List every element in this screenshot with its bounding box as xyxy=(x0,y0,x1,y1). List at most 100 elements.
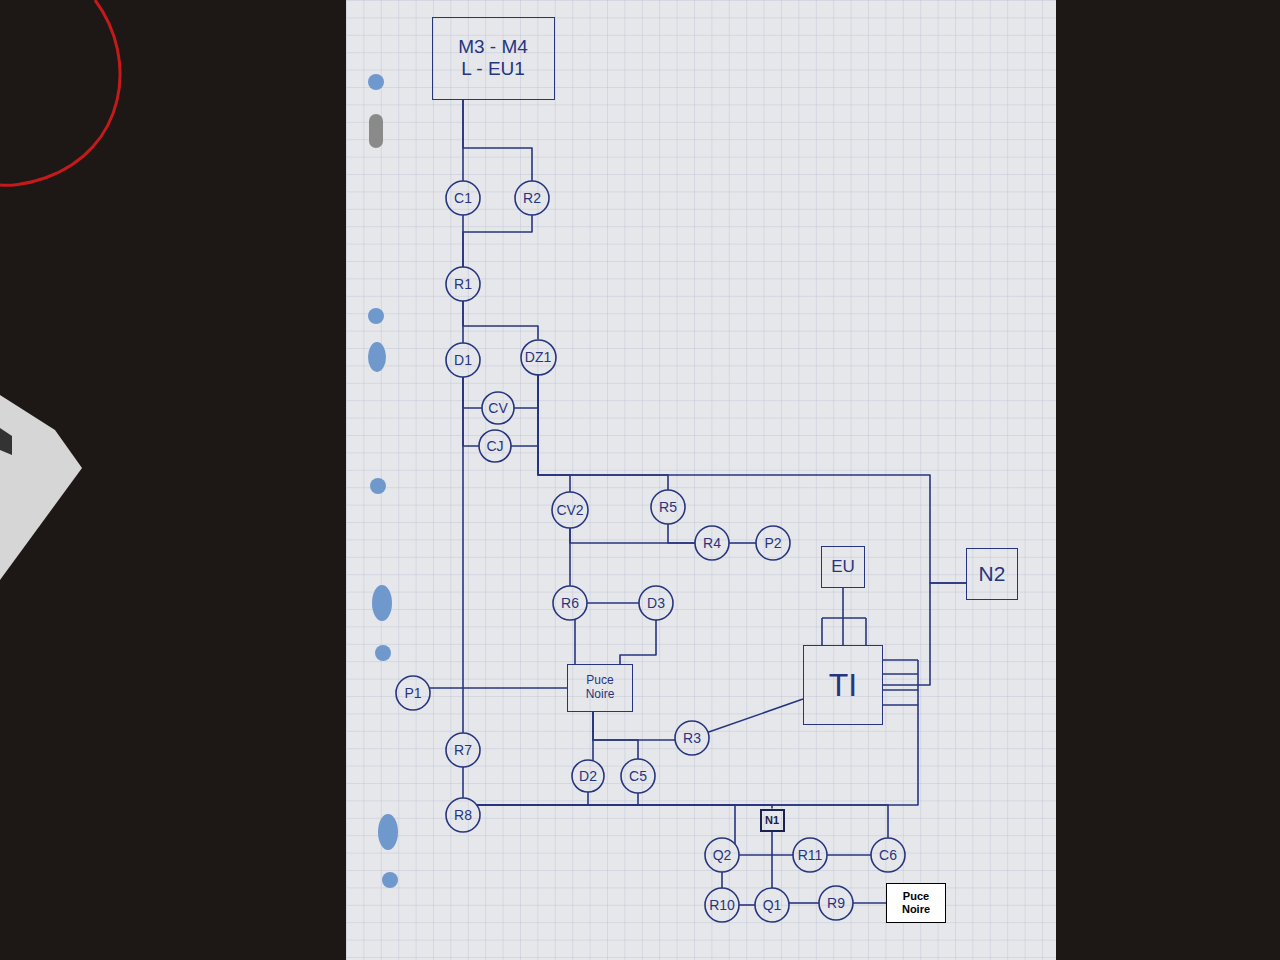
capacitor-circle: C5 xyxy=(620,758,656,794)
wire xyxy=(463,301,538,340)
capacitor-circle: C1 xyxy=(445,180,481,216)
module-box: M3 - M4L - EU1 xyxy=(432,17,555,100)
resistor-circle: R11 xyxy=(792,837,828,873)
circle-outline xyxy=(446,798,480,832)
circle-outline xyxy=(756,526,790,560)
node-label: CV xyxy=(488,400,507,416)
resistor-circle: R7 xyxy=(445,732,481,768)
resistor-circle: R5 xyxy=(650,489,686,525)
node-label: R2 xyxy=(523,190,541,206)
wire xyxy=(883,583,966,685)
wire xyxy=(514,375,538,409)
wire xyxy=(827,854,871,856)
wire xyxy=(538,375,966,584)
node-label: C5 xyxy=(629,768,647,784)
resistor-circle: R6 xyxy=(552,585,588,621)
wire xyxy=(842,588,844,645)
wire xyxy=(821,618,823,645)
transformer-box: TI xyxy=(803,645,883,725)
node-label: CV2 xyxy=(556,502,583,518)
resistor-circle: R8 xyxy=(445,797,481,833)
wire xyxy=(853,902,886,904)
circle-outline xyxy=(553,586,587,620)
wire xyxy=(771,832,773,889)
resistor-circle: R1 xyxy=(445,266,481,302)
wire xyxy=(668,524,695,543)
wire xyxy=(463,215,532,267)
circle-outline xyxy=(479,430,511,462)
chip-box: Puce Noire xyxy=(567,664,633,712)
zener-circle: DZ1 xyxy=(520,339,557,376)
node-label: EU xyxy=(831,557,855,577)
resistor-circle: R10 xyxy=(704,887,740,923)
node-label: P2 xyxy=(764,535,781,551)
node-label: TI xyxy=(829,667,857,704)
punch-hole xyxy=(368,74,384,90)
paper-sheet xyxy=(346,0,1056,960)
node-label: R3 xyxy=(683,730,701,746)
circle-outline xyxy=(755,888,789,922)
punch-hole xyxy=(375,645,391,661)
transistor-circle: Q1 xyxy=(754,887,790,923)
wire xyxy=(883,673,918,675)
object-detail xyxy=(0,428,12,455)
wire xyxy=(477,705,918,805)
node-label: Puce Noire xyxy=(575,674,625,702)
wire xyxy=(570,528,695,543)
punch-holes xyxy=(368,74,398,888)
circle-outline xyxy=(793,838,827,872)
wire xyxy=(429,687,567,689)
circle-outline xyxy=(871,838,905,872)
punch-hole xyxy=(372,585,392,621)
circle-outline xyxy=(572,760,604,792)
wire xyxy=(463,377,482,408)
node-label: D2 xyxy=(579,768,597,784)
circle-outline xyxy=(705,888,739,922)
chip-box: Puce Noire xyxy=(886,883,946,923)
wire xyxy=(574,619,576,664)
node-label: R4 xyxy=(703,535,721,551)
resistor-circle: R9 xyxy=(818,885,854,921)
punch-hole xyxy=(370,478,386,494)
node-label: D3 xyxy=(647,595,665,611)
wire xyxy=(463,377,479,446)
wire xyxy=(593,712,638,759)
node-label: M3 - M4 xyxy=(458,36,528,58)
circle-outline xyxy=(446,267,480,301)
node-label: R9 xyxy=(827,895,845,911)
wire xyxy=(511,375,538,447)
punch-hole xyxy=(382,872,398,888)
wire xyxy=(739,854,793,856)
wire xyxy=(477,805,888,838)
resistor-circle: R2 xyxy=(514,180,550,216)
wire xyxy=(721,872,723,888)
resistor-circle: R3 xyxy=(674,720,710,756)
circle-outline xyxy=(515,181,549,215)
red-cable xyxy=(0,0,120,185)
wire xyxy=(865,618,867,645)
node-label: R8 xyxy=(454,807,472,823)
node-label: Q2 xyxy=(713,847,732,863)
punch-hole xyxy=(368,342,386,372)
node-label: R7 xyxy=(454,742,472,758)
metal-ring xyxy=(369,114,383,148)
wire xyxy=(587,602,639,604)
circle-outline xyxy=(639,586,673,620)
diode-circle: D1 xyxy=(445,342,481,378)
wire xyxy=(477,805,735,844)
node-label: Q1 xyxy=(763,897,782,913)
circle-outline xyxy=(446,343,480,377)
node-label: P1 xyxy=(404,685,421,701)
point-circle: P2 xyxy=(755,525,791,561)
component-circle: CV xyxy=(481,391,515,425)
white-object xyxy=(0,395,82,580)
wire xyxy=(729,542,756,544)
node-label: D1 xyxy=(454,352,472,368)
wire xyxy=(463,100,532,182)
node-label: Puce Noire xyxy=(893,890,939,915)
transistor-circle: Q2 xyxy=(704,837,740,873)
